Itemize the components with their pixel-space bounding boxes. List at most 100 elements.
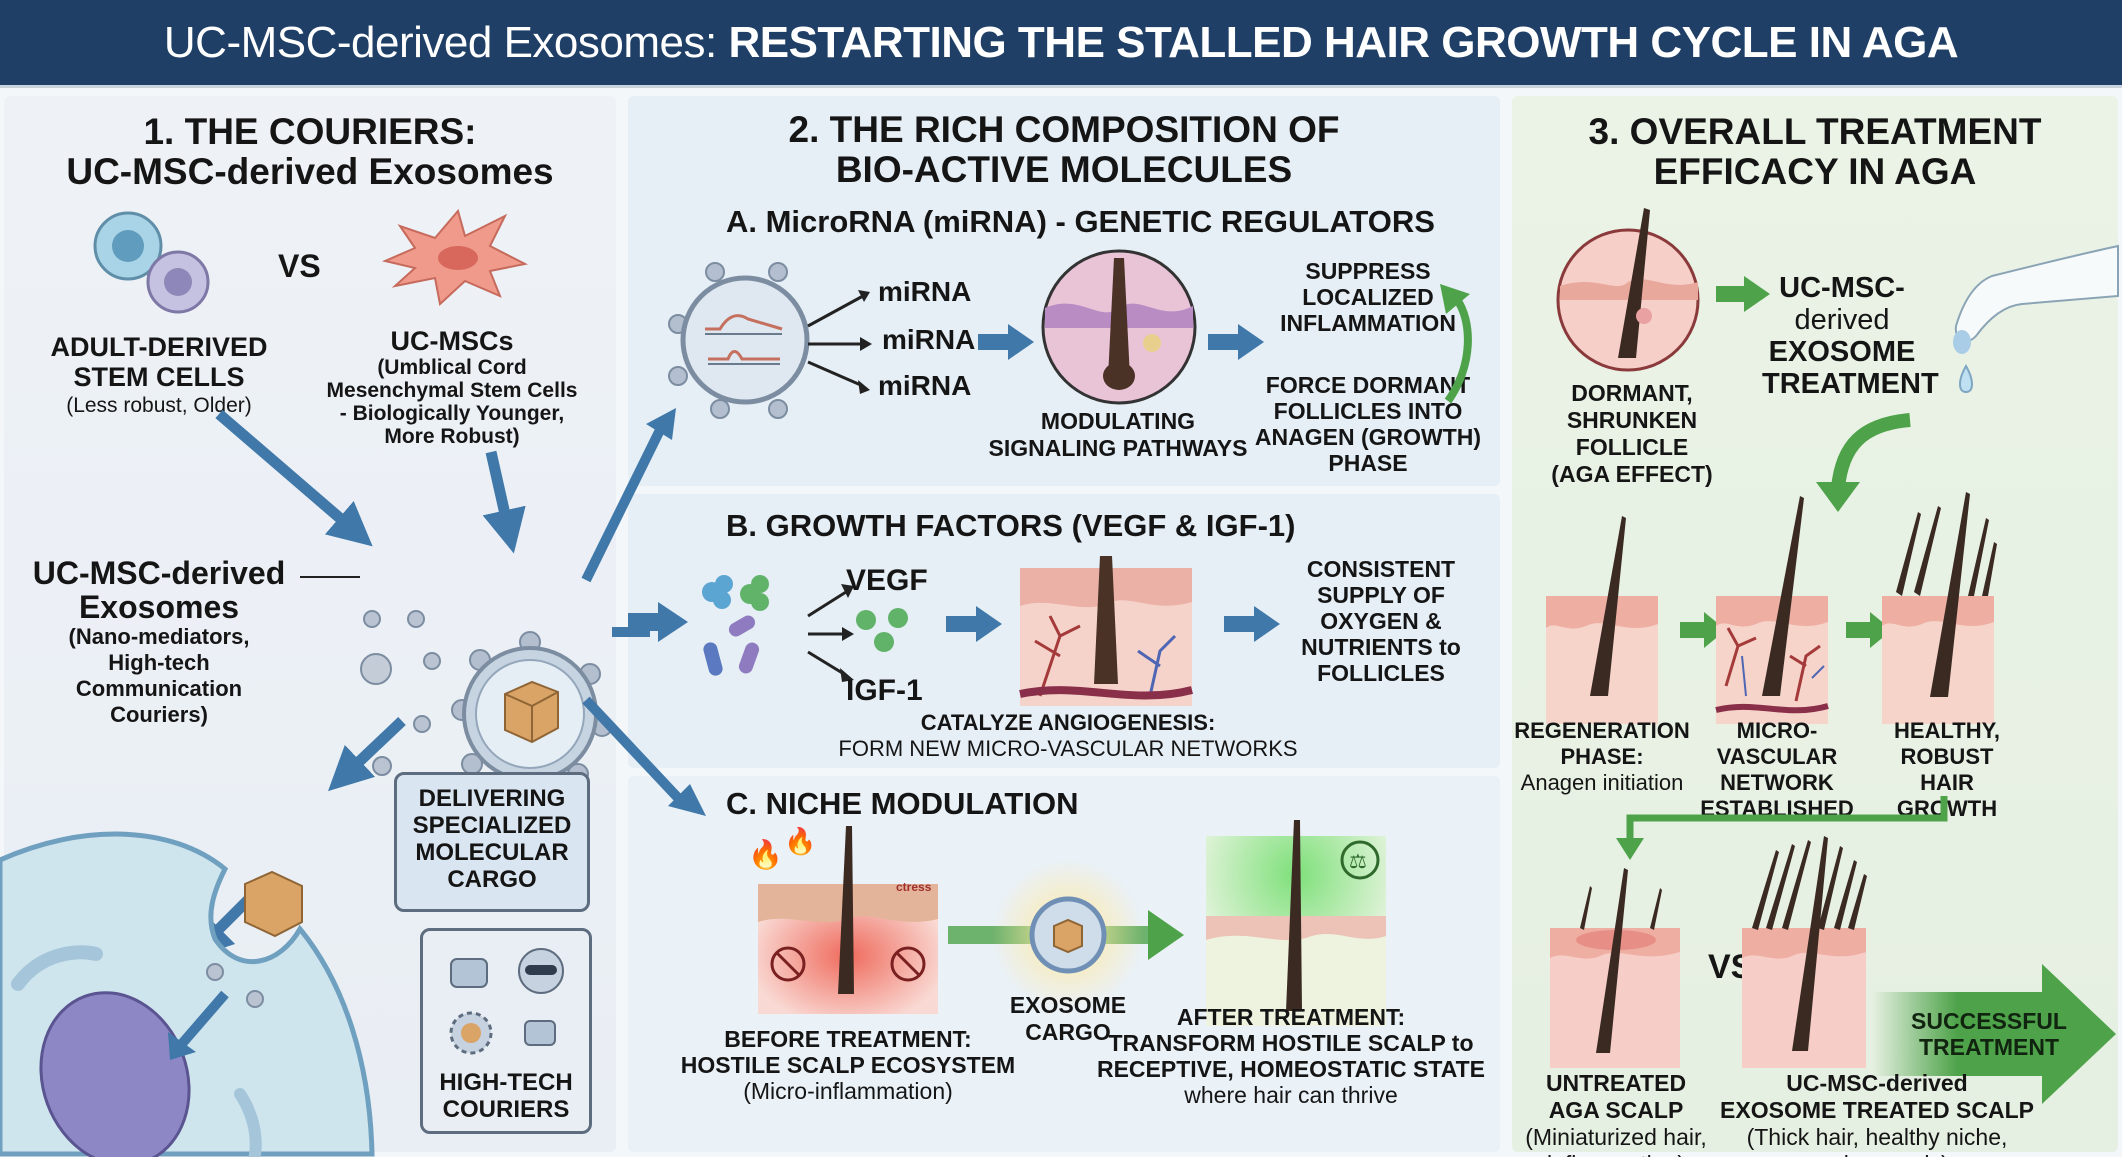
mirna-exosome-icon	[668, 262, 810, 419]
blue-arrow-icon	[978, 324, 1034, 360]
stage2-line-2: NETWORK	[1720, 770, 1834, 795]
igf1-label: IGF-1	[846, 674, 923, 707]
untreated-line-1: UNTREATED	[1545, 1070, 1687, 1096]
ucmsc-title: UC-MSCs	[390, 326, 514, 356]
treatment-line-1: UC-MSC-	[1779, 272, 1905, 304]
panel3-heading: 3. OVERALL TREATMENT EFFICACY IN AGA	[1512, 112, 2118, 192]
untreated-note-2: inflammation)	[1516, 1151, 1716, 1157]
blue-arrow-icon	[1208, 324, 1264, 360]
successful-treatment-arrow-icon	[1872, 964, 2116, 1104]
target-cell-icon	[0, 831, 375, 1157]
oxygen-supply-label: CONSISTENT SUPPLY OF OXYGEN & NUTRIENTS …	[1276, 556, 1486, 686]
panel3-heading-line2: EFFICACY IN AGA	[1653, 151, 1977, 192]
dormant-follicle-label: DORMANT, SHRUNKEN FOLLICLE (AGA EFFECT)	[1532, 380, 1732, 488]
green-elbow-arrow-icon	[1616, 796, 1948, 860]
svg-text:🔥: 🔥	[748, 838, 783, 871]
cargo-line-3: MOLECULAR	[415, 839, 569, 866]
couriers-line-1: HIGH-TECH	[439, 1069, 573, 1096]
adult-stem-cells-icon	[93, 211, 210, 314]
adult-title-2: STEM CELLS	[73, 362, 245, 392]
effect2-line-4: PHASE	[1328, 450, 1408, 476]
high-tech-couriers-box: HIGH-TECH COURIERS	[420, 928, 592, 1134]
panel3-heading-line1: 3. OVERALL TREATMENT	[1588, 111, 2042, 152]
panel1-heading-line1: 1. THE COURIERS:	[143, 111, 477, 152]
treatment-line-4: TREATMENT	[1762, 368, 1939, 400]
treated-note-1: (Thick hair, healthy niche,	[1746, 1124, 2008, 1150]
panel2-heading-line1: 2. THE RICH COMPOSITION OF	[788, 109, 1340, 150]
robot-icons	[449, 948, 564, 1055]
panel2-heading: 2. THE RICH COMPOSITION OF BIO-ACTIVE MO…	[628, 110, 1500, 190]
adult-stem-cells-label: ADULT-DERIVED STEM CELLS (Less robust, O…	[24, 332, 294, 419]
untreated-label: UNTREATED AGA SCALP (Miniaturized hair, …	[1516, 1070, 1716, 1157]
exosome-treatment-label: UC-MSC- derived EXOSOME TREATMENT	[1762, 272, 1939, 400]
blue-arrow-icon	[628, 602, 688, 642]
modulating-caption: MODULATING SIGNALING PATHWAYS	[968, 408, 1268, 462]
exo-note-1: (Nano-mediators,	[68, 624, 250, 649]
untreated-scalp-icon	[1550, 868, 1680, 1068]
blue-arrow-icon	[1224, 606, 1280, 642]
treatment-line-3: EXOSOME	[1768, 336, 1916, 368]
exo-note-2: High-tech	[108, 650, 210, 675]
healthy-hair-follicle-icon	[1882, 492, 1997, 724]
dormant-line-3: FOLLICLE	[1575, 434, 1689, 460]
success-line-1: SUCCESSFUL	[1911, 1008, 2067, 1034]
exosome-cargo-label: EXOSOME CARGO	[1008, 992, 1128, 1046]
mirna-label-1: miRNA	[878, 276, 972, 307]
ucmsc-note-4: More Robust)	[384, 425, 520, 448]
green-curved-arrow-icon	[1816, 413, 1911, 512]
section-niche-modulation: C. NICHE MODULATION 🔥🔥 ctress EXOSOME CA…	[628, 776, 1500, 1152]
cargo-label-1: EXOSOME	[1009, 992, 1127, 1018]
modulating-line-1: MODULATING	[1040, 408, 1196, 434]
modulating-line-2: SIGNALING PATHWAYS	[988, 435, 1248, 461]
panel-bioactive-molecules: 2. THE RICH COMPOSITION OF BIO-ACTIVE MO…	[628, 96, 1500, 1152]
treated-line-2: EXOSOME TREATED SCALP	[1720, 1097, 2034, 1123]
couriers-caption: HIGH-TECH COURIERS	[423, 1069, 589, 1123]
panel1-heading-line2: UC-MSC-derived Exosomes	[66, 151, 554, 192]
svg-text:⚖: ⚖	[1349, 851, 1367, 873]
panel2-heading-line2: BIO-ACTIVE MOLECULES	[835, 149, 1293, 190]
effect2-line-3: ANAGEN (GROWTH)	[1254, 424, 1482, 450]
force-anagen-label: FORCE DORMANT FOLLICLES INTO ANAGEN (GRO…	[1248, 372, 1488, 476]
after-line-1: AFTER TREATMENT:	[1176, 1004, 1406, 1030]
supply-line-5: FOLLICLES	[1317, 660, 1445, 686]
growth-factor-molecules-icon	[702, 575, 769, 676]
section-a-heading: A. MicroRNA (miRNA) - GENETIC REGULATORS	[726, 204, 1435, 239]
leader-line	[300, 576, 360, 578]
panel-couriers: 1. THE COURIERS: UC-MSC-derived Exosomes…	[0, 96, 616, 1157]
before-line-1: BEFORE TREATMENT:	[724, 1026, 972, 1052]
before-note: (Micro-inflammation)	[743, 1078, 953, 1104]
exo-note-3: Communication	[75, 676, 243, 701]
ucmsc-label: UC-MSCs (Umblical Cord Mesenchymal Stem …	[302, 326, 602, 448]
supply-line-2: SUPPLY OF	[1317, 582, 1445, 608]
untreated-note-1: (Miniaturized hair,	[1525, 1124, 1707, 1150]
page-title: UC-MSC-derived Exosomes: RESTARTING THE …	[164, 17, 1959, 68]
effect1-line-3: INFLAMMATION	[1280, 310, 1456, 336]
angiogenesis-follicle-icon	[1019, 556, 1193, 706]
after-note: where hair can thrive	[1184, 1082, 1398, 1108]
dormant-line-2: SHRUNKEN	[1566, 407, 1698, 433]
exo-note-4: Couriers)	[110, 702, 208, 727]
stage1-line-1: REGENERATION	[1514, 718, 1690, 743]
stage3-line-2: ROBUST	[1900, 744, 1994, 769]
adult-title-1: ADULT-DERIVED	[50, 332, 268, 362]
blue-arrow-icon	[946, 606, 1002, 642]
exo-title-2: Exosomes	[78, 589, 240, 625]
panel-treatment-efficacy: 3. OVERALL TREATMENT EFFICACY IN AGA DOR…	[1512, 96, 2119, 1157]
title-part-2: RESTARTING THE STALLED HAIR GROWTH CYCLE…	[728, 17, 1959, 67]
after-line-2: TRANSFORM HOSTILE SCALP to	[1108, 1030, 1474, 1056]
vascular-follicle-icon	[1715, 496, 1829, 724]
stage1-note: Anagen initiation	[1520, 770, 1684, 795]
suppress-inflammation-label: SUPPRESS LOCALIZED INFLAMMATION	[1248, 258, 1488, 336]
mirna-label-2: miRNA	[882, 324, 976, 355]
treated-note-2: angiogenesis)	[1712, 1151, 2042, 1157]
green-cycle-arrow-icon	[1440, 284, 1472, 404]
regeneration-label: REGENERATION PHASE: Anagen initiation	[1512, 718, 1692, 796]
vegf-label: VEGF	[846, 564, 928, 597]
vs-label: VS	[278, 248, 321, 284]
follicle-circle-icon	[1041, 249, 1197, 405]
supply-line-1: CONSISTENT	[1306, 556, 1456, 582]
cargo-line-1: DELIVERING	[418, 785, 566, 812]
effect1-line-1: SUPPRESS	[1305, 258, 1431, 284]
effect1-line-2: LOCALIZED	[1302, 284, 1434, 310]
